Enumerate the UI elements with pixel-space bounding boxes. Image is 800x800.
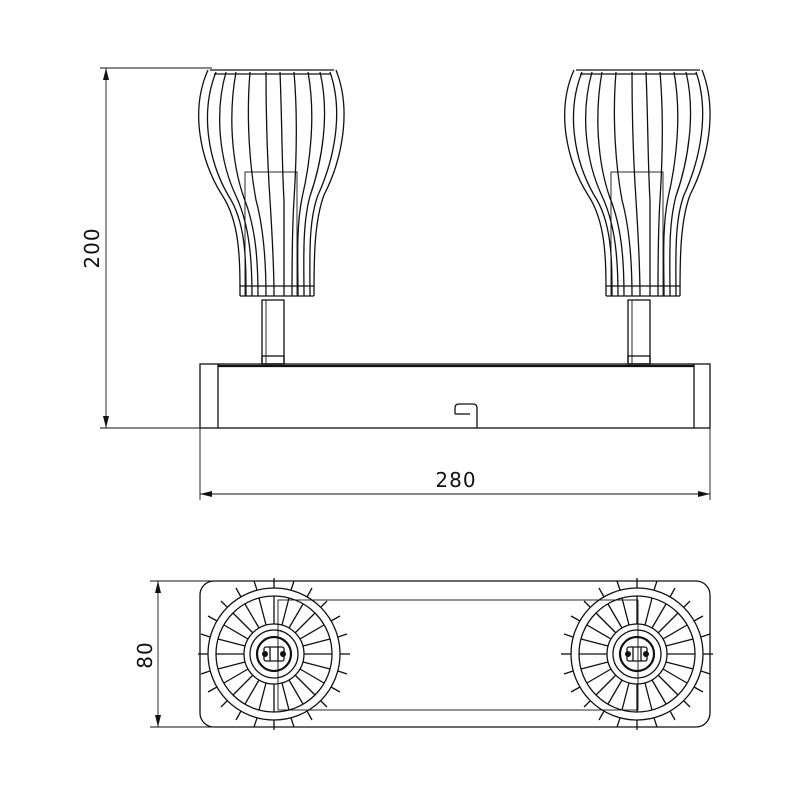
cable-slot (454, 403, 478, 428)
left-cage-top (198, 578, 350, 730)
right-lamp (564, 69, 711, 365)
front-view: 200 (80, 67, 711, 500)
width-label: 280 (435, 468, 476, 492)
depth-label: 80 (133, 641, 157, 668)
height-label: 200 (80, 227, 104, 268)
right-cage-top (561, 578, 713, 730)
top-view: 80 (133, 578, 713, 730)
base-bar (199, 363, 711, 429)
right-cage (564, 69, 711, 297)
height-dimension: 200 (80, 67, 212, 429)
width-dimension: 280 (199, 428, 711, 500)
left-cage (198, 69, 345, 297)
left-lamp (198, 69, 345, 365)
socket-icon (262, 646, 286, 662)
socket-icon (625, 646, 649, 662)
